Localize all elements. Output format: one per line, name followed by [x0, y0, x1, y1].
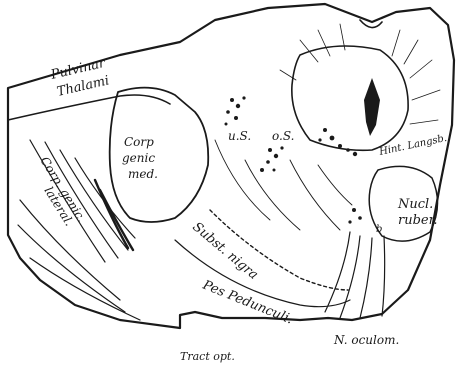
pulvinar-boundary: [8, 95, 170, 120]
label-o-s: o.S.: [272, 129, 294, 143]
label-pes-pedunculi: Pes Pedunculi.: [200, 277, 295, 327]
label-nucl-ruber-1: Nucl.: [397, 197, 433, 212]
cerebral-aqueduct: [364, 78, 380, 136]
peduncle-fibers: [215, 140, 352, 230]
label-subst-nigra: Subst. nigra: [189, 220, 260, 283]
periaqueductal-grey: [292, 46, 408, 150]
corp-genic-lateral-fibers: [18, 140, 140, 320]
label-tract-opt: Tract opt.: [180, 350, 235, 363]
label-corp-genic-med-1: Corp: [124, 135, 154, 149]
label-u-s: u.S.: [228, 129, 251, 143]
label-n-oculom: N. oculom.: [333, 333, 399, 347]
label-corp-genic-med-3: med.: [128, 167, 158, 181]
label-corp-genic-med-2: genic: [122, 151, 155, 165]
radiating-fibers: [280, 24, 440, 124]
label-hint-langsb: Hint. Langsb.: [377, 133, 448, 158]
label-nucl-ruber-2: ruber.: [398, 213, 438, 228]
label-marker-b: b: [376, 224, 382, 235]
pes-pedunculi-boundary: [175, 240, 350, 307]
